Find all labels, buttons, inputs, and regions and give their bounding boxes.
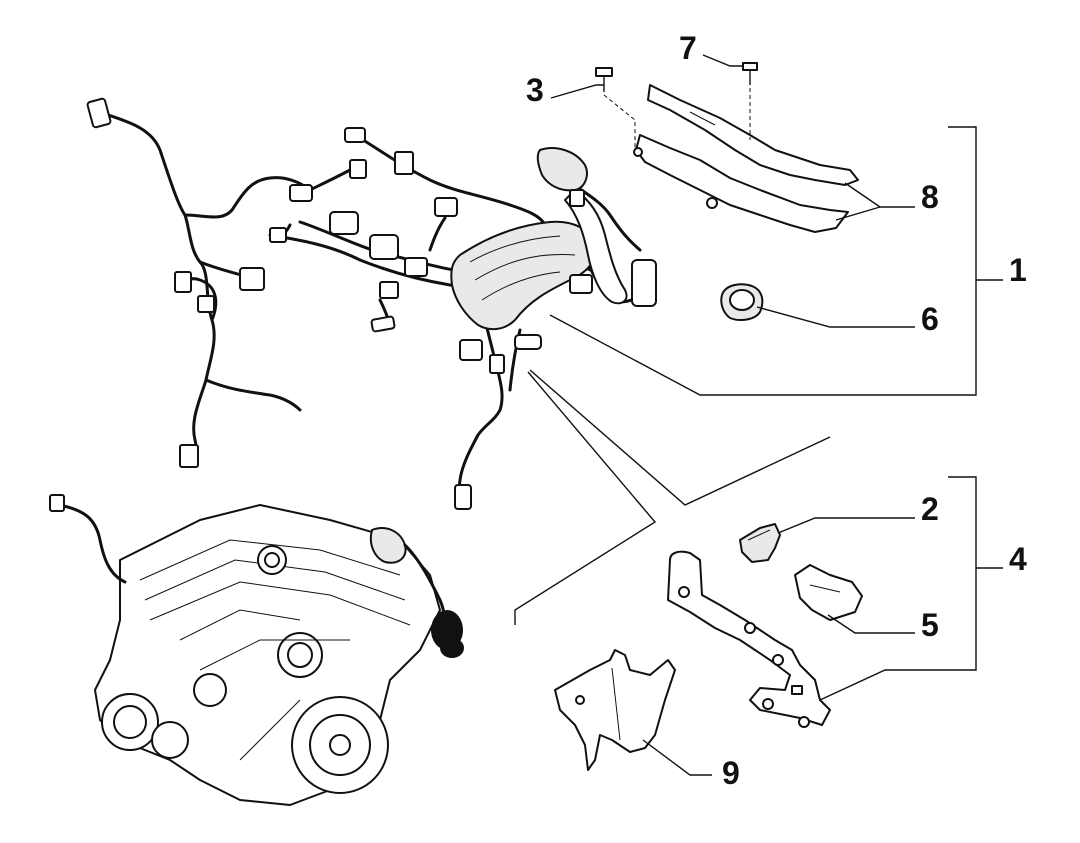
harness-bracket-part-8: [633, 84, 859, 233]
bracket-part-4: [667, 550, 831, 728]
callout-8: 8: [921, 179, 939, 215]
callout-2: 2: [921, 491, 939, 527]
callout-1: 1: [1009, 252, 1027, 288]
callout-4: 4: [1009, 541, 1027, 577]
screw-part-3: [595, 67, 636, 150]
callout-7: 7: [679, 30, 697, 66]
callout-9: 9: [722, 755, 740, 791]
support-part-9: [554, 649, 676, 771]
grommet-part-6: [720, 283, 764, 321]
callout-3: 3: [526, 72, 544, 108]
connector-holder-part-5: [794, 564, 863, 621]
callout-6: 6: [921, 301, 939, 337]
engine-illustration: [49, 494, 464, 806]
callout-labels: 1 2 3 4 5 6 7 8 9: [526, 30, 1027, 791]
leader-lines: [514, 54, 1003, 776]
clip-part-2: [739, 523, 781, 563]
callout-5: 5: [921, 607, 939, 643]
engine-wiring-harness: [86, 97, 657, 510]
screw-part-7: [742, 62, 758, 140]
